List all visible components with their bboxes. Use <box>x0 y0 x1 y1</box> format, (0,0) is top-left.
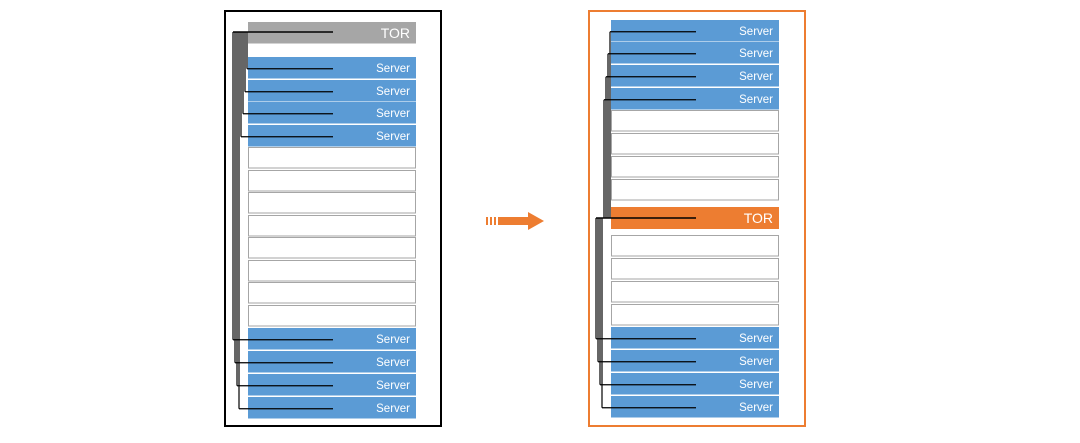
empty-slot <box>611 258 779 280</box>
server-label: Server <box>376 108 410 120</box>
empty-slot <box>611 110 779 132</box>
empty-slot <box>248 170 416 192</box>
server-slot: Server <box>248 374 416 396</box>
server-slot: Server <box>611 20 779 42</box>
empty-slot-box <box>248 215 416 237</box>
empty-slot <box>248 305 416 327</box>
server-label: Server <box>376 334 410 346</box>
server-slot: Server <box>248 397 416 419</box>
empty-slot-box <box>248 260 416 282</box>
arrow-dash <box>494 217 496 225</box>
server-box <box>611 65 779 87</box>
server-box <box>248 351 416 373</box>
server-slot: Server <box>248 125 416 147</box>
server-label: Server <box>739 356 773 368</box>
server-label: Server <box>376 380 410 392</box>
server-label: Server <box>739 402 773 414</box>
tor-label: TOR <box>381 25 410 41</box>
empty-slot-box <box>611 281 779 303</box>
server-box <box>611 373 779 395</box>
server-slot: Server <box>248 57 416 79</box>
empty-slot <box>248 192 416 214</box>
server-box <box>248 57 416 79</box>
server-box <box>611 88 779 110</box>
empty-slot-box <box>611 179 779 201</box>
server-label: Server <box>376 86 410 98</box>
server-slot: Server <box>611 65 779 87</box>
empty-slot <box>611 304 779 326</box>
empty-slot-box <box>611 156 779 178</box>
arrow-dash <box>486 217 488 225</box>
server-slot: Server <box>248 102 416 124</box>
empty-slot-box <box>248 237 416 259</box>
server-label: Server <box>739 48 773 60</box>
empty-slot-box <box>611 235 779 257</box>
empty-slot-box <box>248 170 416 192</box>
empty-slot-box <box>248 305 416 327</box>
server-box <box>611 42 779 64</box>
server-box <box>248 397 416 419</box>
after-rack-cabling <box>595 31 696 409</box>
empty-slot-box <box>248 282 416 304</box>
server-slot: Server <box>611 373 779 395</box>
server-slot: Server <box>611 350 779 372</box>
empty-slot <box>248 282 416 304</box>
empty-slot-box <box>248 147 416 169</box>
empty-slot-box <box>611 304 779 326</box>
empty-slot <box>611 179 779 201</box>
server-box <box>248 125 416 147</box>
empty-slot <box>611 235 779 257</box>
server-label: Server <box>739 26 773 38</box>
server-label: Server <box>739 71 773 83</box>
server-label: Server <box>739 379 773 391</box>
server-slot: Server <box>611 42 779 64</box>
server-label: Server <box>739 94 773 106</box>
server-slot: Server <box>248 351 416 373</box>
empty-slot-box <box>611 133 779 155</box>
empty-slot <box>611 156 779 178</box>
server-box <box>248 374 416 396</box>
before-rack: TORServerServerServerServerServerServerS… <box>248 22 416 419</box>
server-slot: Server <box>248 328 416 350</box>
empty-slot <box>248 260 416 282</box>
server-label: Server <box>376 357 410 369</box>
after-rack: ServerServerServerServerTORServerServerS… <box>611 20 779 418</box>
server-box <box>611 396 779 418</box>
arrow-shaft <box>498 217 530 225</box>
server-label: Server <box>376 131 410 143</box>
server-slot: Server <box>611 327 779 349</box>
arrow-dash <box>490 217 492 225</box>
server-slot: Server <box>611 88 779 110</box>
server-label: Server <box>376 63 410 75</box>
server-box <box>611 350 779 372</box>
server-box <box>248 328 416 350</box>
before-rack-frame <box>224 10 442 427</box>
empty-slot <box>248 215 416 237</box>
empty-slot-box <box>611 110 779 132</box>
before-rack-cabling <box>232 31 333 410</box>
server-box <box>248 102 416 124</box>
empty-slot <box>248 147 416 169</box>
empty-slot-box <box>248 192 416 214</box>
server-box <box>611 20 779 42</box>
server-box <box>248 80 416 102</box>
empty-slot-box <box>611 258 779 280</box>
server-label: Server <box>739 333 773 345</box>
server-label: Server <box>376 403 410 415</box>
tor-label: TOR <box>744 210 773 226</box>
server-slot: Server <box>248 80 416 102</box>
arrow-head <box>528 212 544 230</box>
empty-slot <box>611 281 779 303</box>
empty-slot <box>248 237 416 259</box>
server-slot: Server <box>611 396 779 418</box>
server-box <box>611 327 779 349</box>
after-rack-frame <box>588 10 806 427</box>
empty-slot <box>611 133 779 155</box>
right-arrow-icon <box>486 212 544 230</box>
